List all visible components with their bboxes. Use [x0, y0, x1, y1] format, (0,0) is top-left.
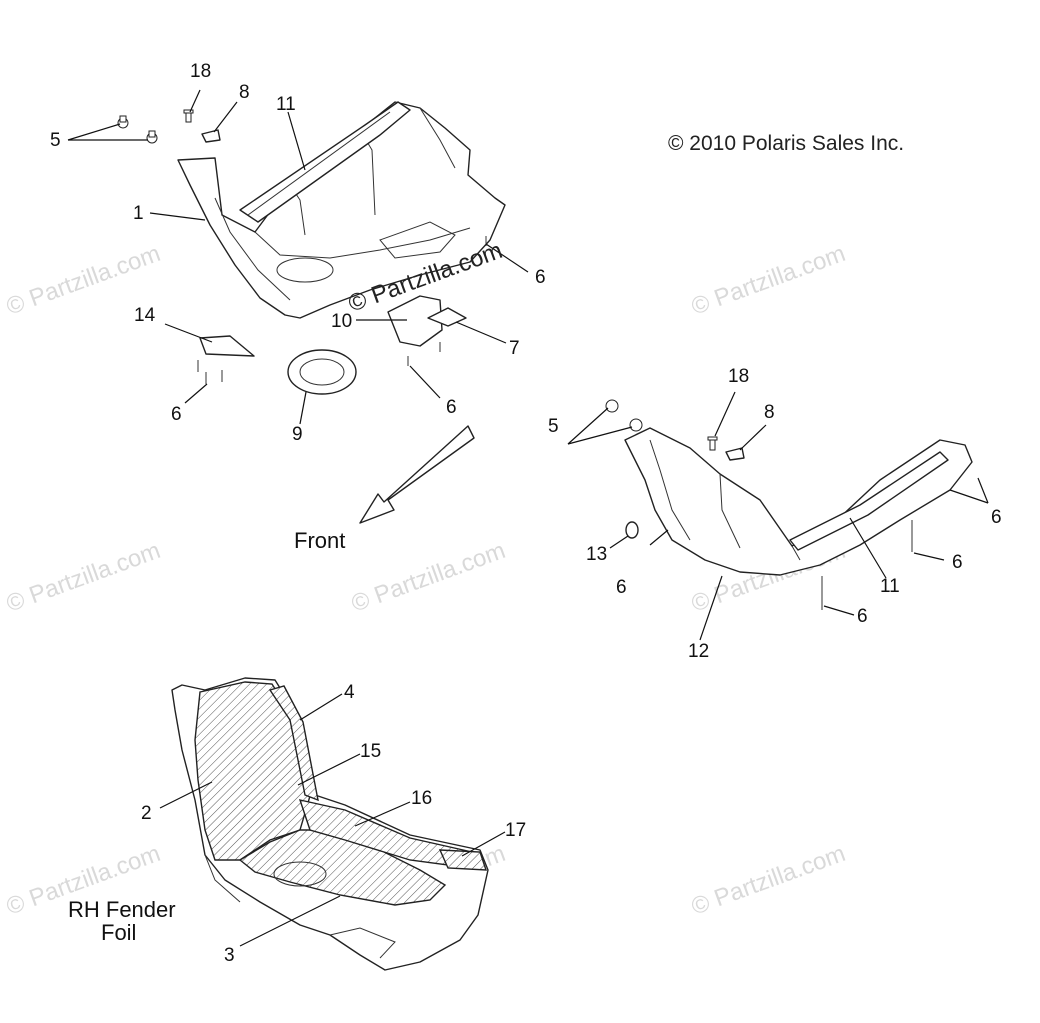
callout-2: 2 — [141, 803, 152, 824]
rail-part-11b — [789, 451, 949, 551]
foil-part-3 — [238, 829, 447, 906]
front-label: Front — [294, 528, 345, 553]
fender-part-12 — [624, 427, 973, 576]
callout-7: 7 — [509, 338, 520, 359]
callout-14: 14 — [134, 305, 156, 326]
watermark-8: © Partzilla.com — [688, 840, 849, 921]
callout-6e: 6 — [616, 577, 627, 598]
callouts-bottom: 4 15 2 16 17 3 — [141, 682, 526, 966]
callout-4: 4 — [344, 682, 355, 703]
callout-11a: 11 — [276, 94, 296, 115]
arrow-icon — [359, 425, 475, 524]
callout-12: 12 — [688, 641, 709, 662]
callouts-right: 5 18 8 6 13 6 6 11 6 12 — [548, 366, 1002, 662]
callout-8a: 8 — [239, 82, 250, 103]
screw-icon-5b — [146, 130, 158, 144]
watermark-2: © Partzilla.com — [688, 240, 849, 321]
fender-part-1 — [177, 101, 506, 319]
callout-11b: 11 — [880, 576, 900, 597]
screw-icon-5a — [117, 115, 129, 129]
callout-6c: 6 — [446, 397, 457, 418]
callout-9: 9 — [292, 424, 303, 445]
callout-17: 17 — [505, 820, 526, 841]
callout-6g: 6 — [857, 606, 868, 627]
callouts-left: 5 18 8 11 1 6 10 7 14 6 9 6 — [50, 61, 546, 445]
clip-icon-8a — [201, 129, 221, 143]
callout-18b: 18 — [728, 366, 749, 387]
rail-part-11 — [239, 101, 411, 223]
assembly-right-fender — [605, 399, 973, 610]
screw-icon-5c — [605, 399, 619, 413]
callout-6f: 6 — [952, 552, 963, 573]
screw-icon-18a — [183, 109, 194, 123]
caption-line2: Foil — [101, 920, 136, 945]
bracket-part-14 — [199, 335, 255, 357]
grommet-part-13 — [625, 521, 639, 539]
foil-part-2 — [194, 681, 311, 861]
caption-line1: RH Fender — [68, 897, 176, 922]
callout-3: 3 — [224, 945, 235, 966]
callout-6a: 6 — [535, 267, 546, 288]
callout-6b: 6 — [171, 404, 182, 425]
callout-1: 1 — [133, 203, 144, 224]
assembly-foil — [171, 677, 489, 971]
callout-16: 16 — [411, 788, 432, 809]
grommet-part-9 — [287, 349, 357, 395]
assembly-left-fender — [117, 101, 506, 395]
foil-part-17 — [438, 849, 487, 871]
callout-5b: 5 — [548, 416, 559, 437]
callout-6d: 6 — [991, 507, 1002, 528]
clip-icon-8b — [725, 447, 745, 461]
screw-icon-18b — [707, 436, 718, 451]
foil-part-4 — [268, 685, 319, 802]
clip-part-7 — [427, 307, 467, 327]
callout-5a: 5 — [50, 130, 61, 151]
watermark-3: © Partzilla.com — [3, 537, 164, 618]
callout-18a: 18 — [190, 61, 211, 82]
callout-13: 13 — [586, 544, 607, 565]
callout-8b: 8 — [764, 402, 775, 423]
screw-icon-5d — [629, 418, 643, 432]
callout-10: 10 — [331, 311, 352, 332]
panel-part-10 — [387, 295, 443, 347]
callout-15: 15 — [360, 741, 381, 762]
front-direction-arrow: Front — [294, 425, 475, 553]
watermark-4: © Partzilla.com — [348, 537, 509, 618]
copyright-text: © 2010 Polaris Sales Inc. — [668, 132, 904, 155]
